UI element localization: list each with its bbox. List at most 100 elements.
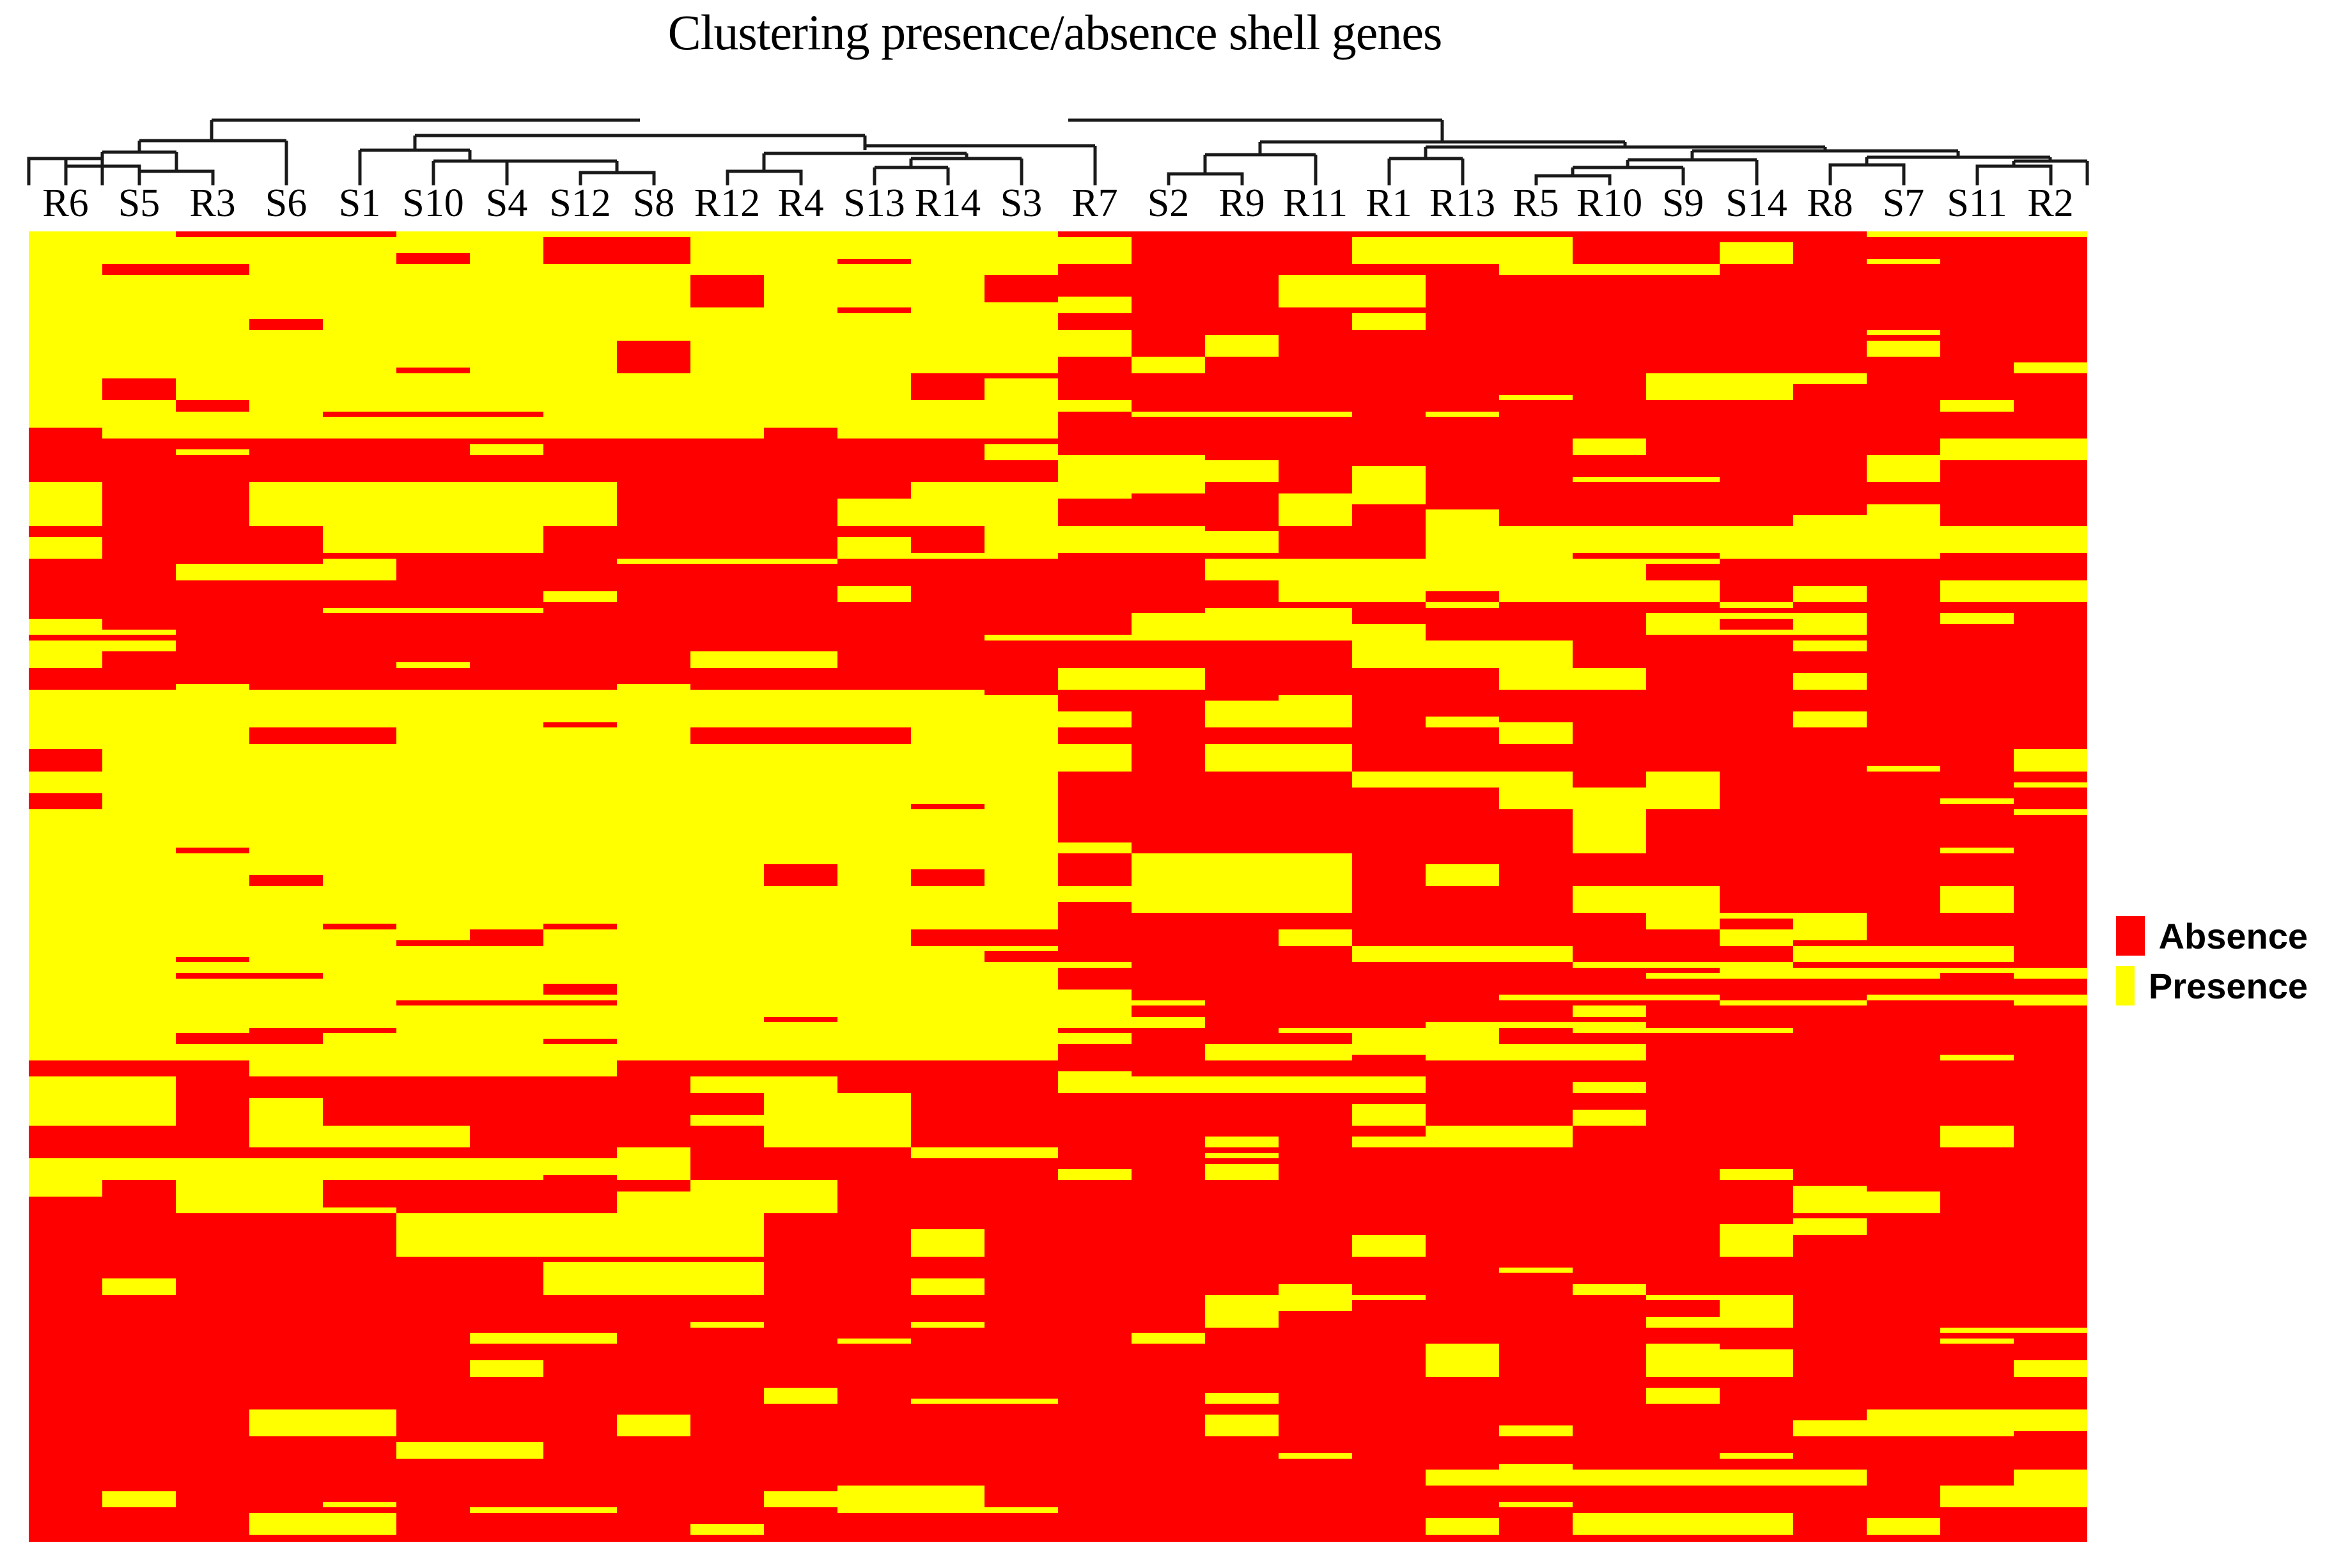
heatmap-cell [690,820,764,826]
heatmap-cell [984,422,1058,428]
heatmap-cell [249,760,323,766]
heatmap-cell [1720,460,1793,466]
heatmap-cell [617,1082,690,1088]
heatmap-cell [764,580,837,586]
heatmap-cell [984,766,1058,772]
heatmap-cell [1205,798,1279,804]
heatmap-cell [1573,717,1646,722]
heatmap-cell [396,651,470,657]
heatmap-cell [1352,798,1426,804]
heatmap-cell [102,803,176,810]
heatmap-cell [1499,231,1573,237]
heatmap-cell [984,935,1058,941]
heatmap-cell [176,695,249,701]
heatmap-cell [2014,695,2087,701]
heatmap-cell [1720,515,1793,521]
heatmap-cell [1793,280,1867,286]
heatmap-cell [1205,1153,1279,1159]
heatmap-cell [690,842,764,848]
heatmap-cell [1499,973,1573,979]
heatmap-cell [29,340,102,346]
heatmap-cell [764,727,837,733]
heatmap-cell [1573,536,1646,543]
heatmap-cell [764,307,837,313]
heatmap-cell [1426,984,1499,990]
heatmap-cell [2014,428,2087,433]
heatmap-cell [1058,777,1132,782]
heatmap-cell [1132,400,1205,406]
heatmap-cell [323,1060,396,1066]
heatmap-cell [2014,689,2087,695]
heatmap-cell [1132,771,1205,777]
heatmap-cell [1058,646,1132,651]
heatmap-cell [1132,417,1205,423]
heatmap-cell [1499,1022,1573,1028]
heatmap-cell [1646,836,1720,842]
heatmap-cell [102,662,176,668]
heatmap-cell [984,629,1058,635]
heatmap-cell [1720,575,1793,580]
heatmap-cell [323,918,396,924]
heatmap-cell [764,874,837,881]
heatmap-cell [543,1104,617,1110]
heatmap-cell [1426,951,1499,957]
heatmap-cell [1867,618,1940,625]
heatmap-cell [1499,242,1573,248]
heatmap-cell [249,525,323,532]
heatmap-cell [1132,842,1205,848]
heatmap-cell [1132,967,1205,974]
heatmap-cell [102,788,176,793]
heatmap-cell [29,237,102,243]
heatmap-cell [102,269,176,276]
heatmap-cell [1352,989,1426,995]
heatmap-cell [176,656,249,662]
heatmap-cell [543,269,617,276]
heatmap-cell [837,640,911,646]
heatmap-cell [102,1076,176,1082]
heatmap-cell [1867,902,1940,908]
heatmap-cell [1573,1005,1646,1011]
heatmap-cell [1132,995,1205,1000]
heatmap-cell [102,1071,176,1077]
heatmap-cell [1940,536,2014,543]
heatmap-cell [1352,575,1426,580]
heatmap-cell [1720,433,1793,439]
heatmap-cell [1646,1147,1720,1153]
heatmap-cell [1646,711,1720,717]
heatmap-cell [396,1044,470,1050]
heatmap-cell [1499,493,1573,499]
heatmap-cell [323,286,396,291]
heatmap-cell [1352,700,1426,706]
heatmap-cell [617,874,690,881]
heatmap-cell [470,242,543,248]
heatmap-cell [249,700,323,706]
heatmap-cell [617,1087,690,1093]
heatmap-cell [617,564,690,570]
heatmap-cell [323,542,396,548]
heatmap-cell [470,956,543,963]
heatmap-cell [764,918,837,924]
heatmap-cell [29,1049,102,1055]
heatmap-cell [1352,1016,1426,1023]
heatmap-cell [543,678,617,685]
heatmap-cell [984,351,1058,357]
heatmap-cell [2014,1060,2087,1066]
heatmap-cell [690,487,764,493]
heatmap-cell [176,777,249,782]
heatmap-cell [1720,995,1793,1000]
heatmap-row [29,1066,2087,1071]
heatmap-cell [764,607,837,614]
column-label: S11 [1947,182,2007,225]
heatmap-cell [1205,313,1279,319]
heatmap-cell [470,836,543,842]
heatmap-cell [396,918,470,924]
heatmap-cell [1499,351,1573,357]
heatmap-cell [1132,962,1205,968]
heatmap-cell [1793,1087,1867,1093]
heatmap-cell [984,525,1058,532]
heatmap-cell [1279,525,1352,532]
heatmap-cell [1499,525,1573,532]
heatmap-cell [1867,411,1940,417]
heatmap-cell [323,711,396,717]
heatmap-cell [1646,1044,1720,1050]
